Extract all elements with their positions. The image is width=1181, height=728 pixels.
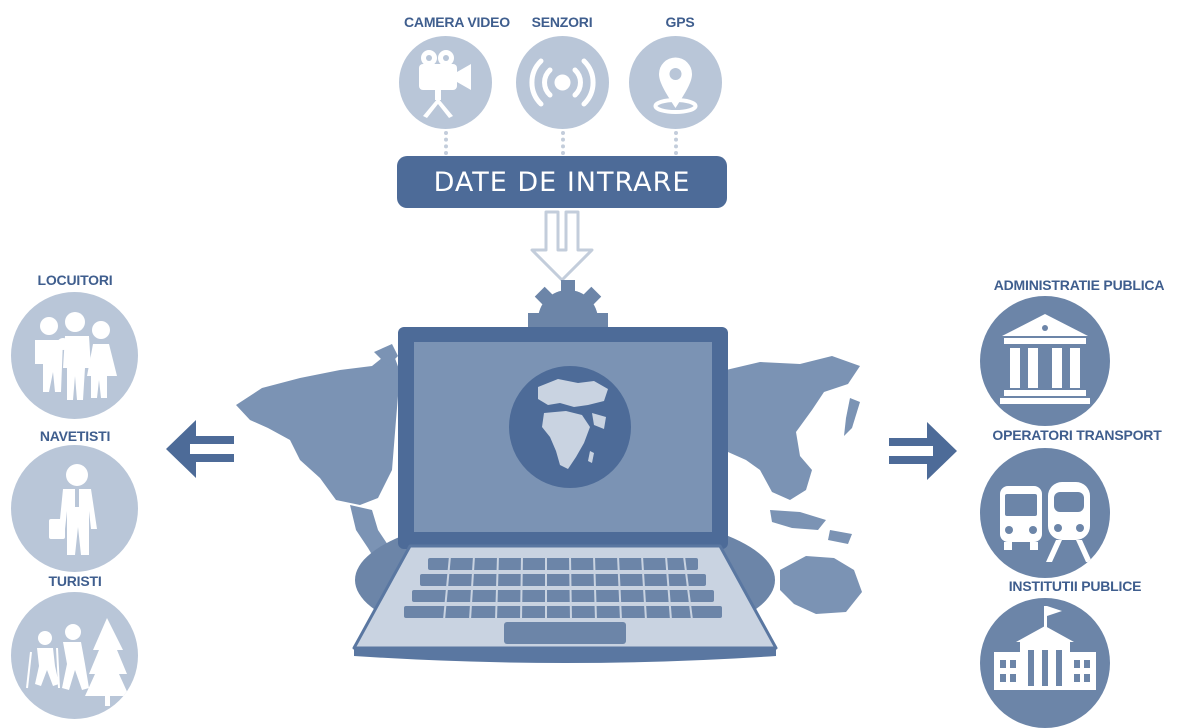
gps-pin-icon xyxy=(653,57,698,114)
bus-train-icon xyxy=(1000,482,1092,562)
gps-circle xyxy=(629,36,722,129)
admin-label: ADMINISTRATIE PUBLICA xyxy=(993,277,1165,293)
commuters-label: NAVETISTI xyxy=(39,428,111,444)
sensors-circle xyxy=(516,36,609,129)
camera-label: CAMERA VIDEO xyxy=(404,14,510,30)
camera-connector xyxy=(444,131,448,155)
down-arrow-icon xyxy=(530,210,594,282)
hikers-icon xyxy=(26,618,129,706)
camera-circle xyxy=(399,36,492,129)
gps-connector xyxy=(674,131,678,155)
family-icon xyxy=(35,312,117,400)
tourists-circle xyxy=(11,592,138,719)
right-arrow-icon xyxy=(889,422,957,480)
businessman-icon xyxy=(49,464,97,555)
transport-circle xyxy=(980,448,1110,578)
input-data-banner: DATE DE INTRARE xyxy=(397,156,727,208)
sensors-label: SENZORI xyxy=(531,14,593,30)
public-building-icon xyxy=(994,606,1096,690)
residents-circle xyxy=(11,292,138,419)
public-institutions-circle xyxy=(980,598,1110,728)
sensor-icon xyxy=(529,58,596,107)
globe-icon xyxy=(509,366,631,488)
admin-circle xyxy=(980,296,1110,426)
bank-building-icon xyxy=(1000,314,1090,404)
sensors-connector xyxy=(561,131,565,155)
gps-label: GPS xyxy=(665,14,695,30)
tourists-label: TURISTI xyxy=(48,573,102,589)
video-camera-icon xyxy=(419,50,471,118)
public-institutions-label: INSTITUTII PUBLICE xyxy=(1008,578,1142,594)
commuters-circle xyxy=(11,445,138,572)
transport-label: OPERATORI TRANSPORT xyxy=(992,427,1162,443)
left-arrow-icon xyxy=(166,420,234,478)
residents-label: LOCUITORI xyxy=(37,272,113,288)
